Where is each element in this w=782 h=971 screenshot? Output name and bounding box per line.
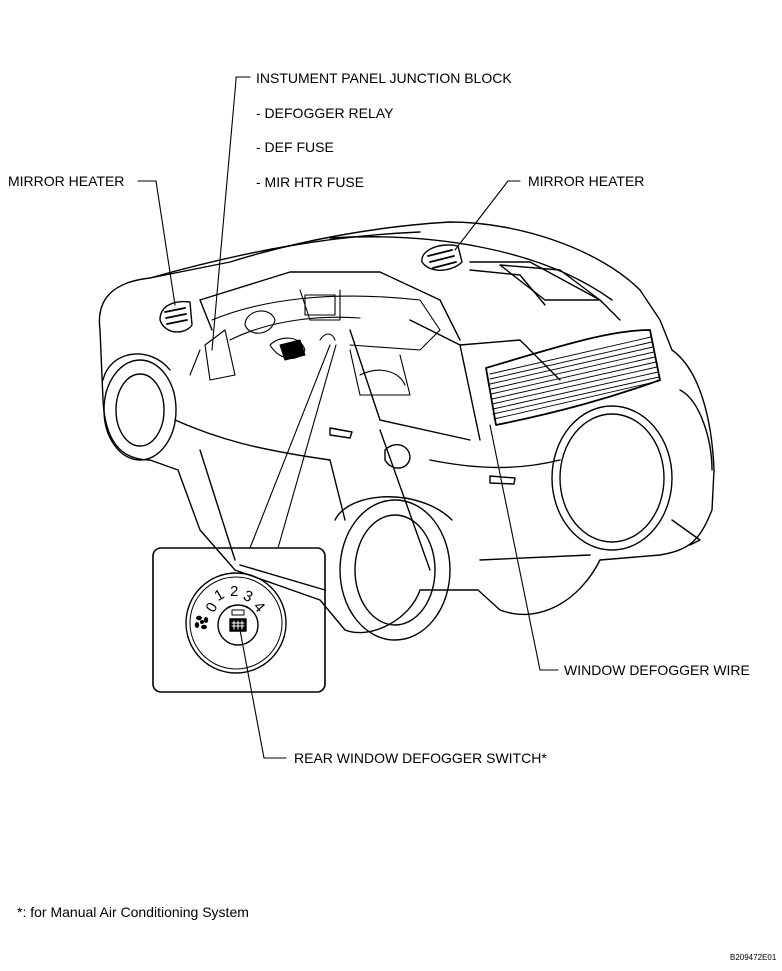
mirror-heater-left-label: MIRROR HEATER xyxy=(8,173,125,189)
vehicle-body xyxy=(98,221,715,634)
rear-wheel xyxy=(334,496,453,641)
mir-htr-fuse-label: - MIR HTR FUSE xyxy=(256,174,365,190)
dial-number-4: 4 xyxy=(250,598,268,615)
figure-code: B209472E01 xyxy=(730,953,777,962)
dial-number-2: 2 xyxy=(230,583,238,600)
rear-window-defogger xyxy=(485,329,661,426)
junction-block-label: INSTUMENT PANEL JUNCTION BLOCK xyxy=(256,70,512,86)
footnote: *: for Manual Air Conditioning System xyxy=(17,904,249,920)
dial-number-1: 1 xyxy=(212,586,228,605)
dial-numbers: 0 1 2 3 4 xyxy=(202,583,268,616)
front-wheel xyxy=(102,353,177,461)
mirror-heater-right-label: MIRROR HEATER xyxy=(528,173,645,189)
defogger-relay-label: - DEFOGGER RELAY xyxy=(256,105,394,121)
right-mirror xyxy=(421,244,463,271)
dial-number-3: 3 xyxy=(241,587,256,606)
leader-lines xyxy=(137,76,559,759)
window-defogger-wire-label: WINDOW DEFOGGER WIRE xyxy=(564,662,750,678)
rear-defogger-switch-label: REAR WINDOW DEFOGGER SWITCH* xyxy=(294,750,547,766)
dashboard-interior xyxy=(189,289,441,396)
left-mirror xyxy=(159,300,193,333)
fan-icon xyxy=(194,615,209,630)
spare-tire xyxy=(551,389,713,551)
switch-inset xyxy=(152,547,326,693)
def-fuse-label: - DEF FUSE xyxy=(256,139,334,155)
